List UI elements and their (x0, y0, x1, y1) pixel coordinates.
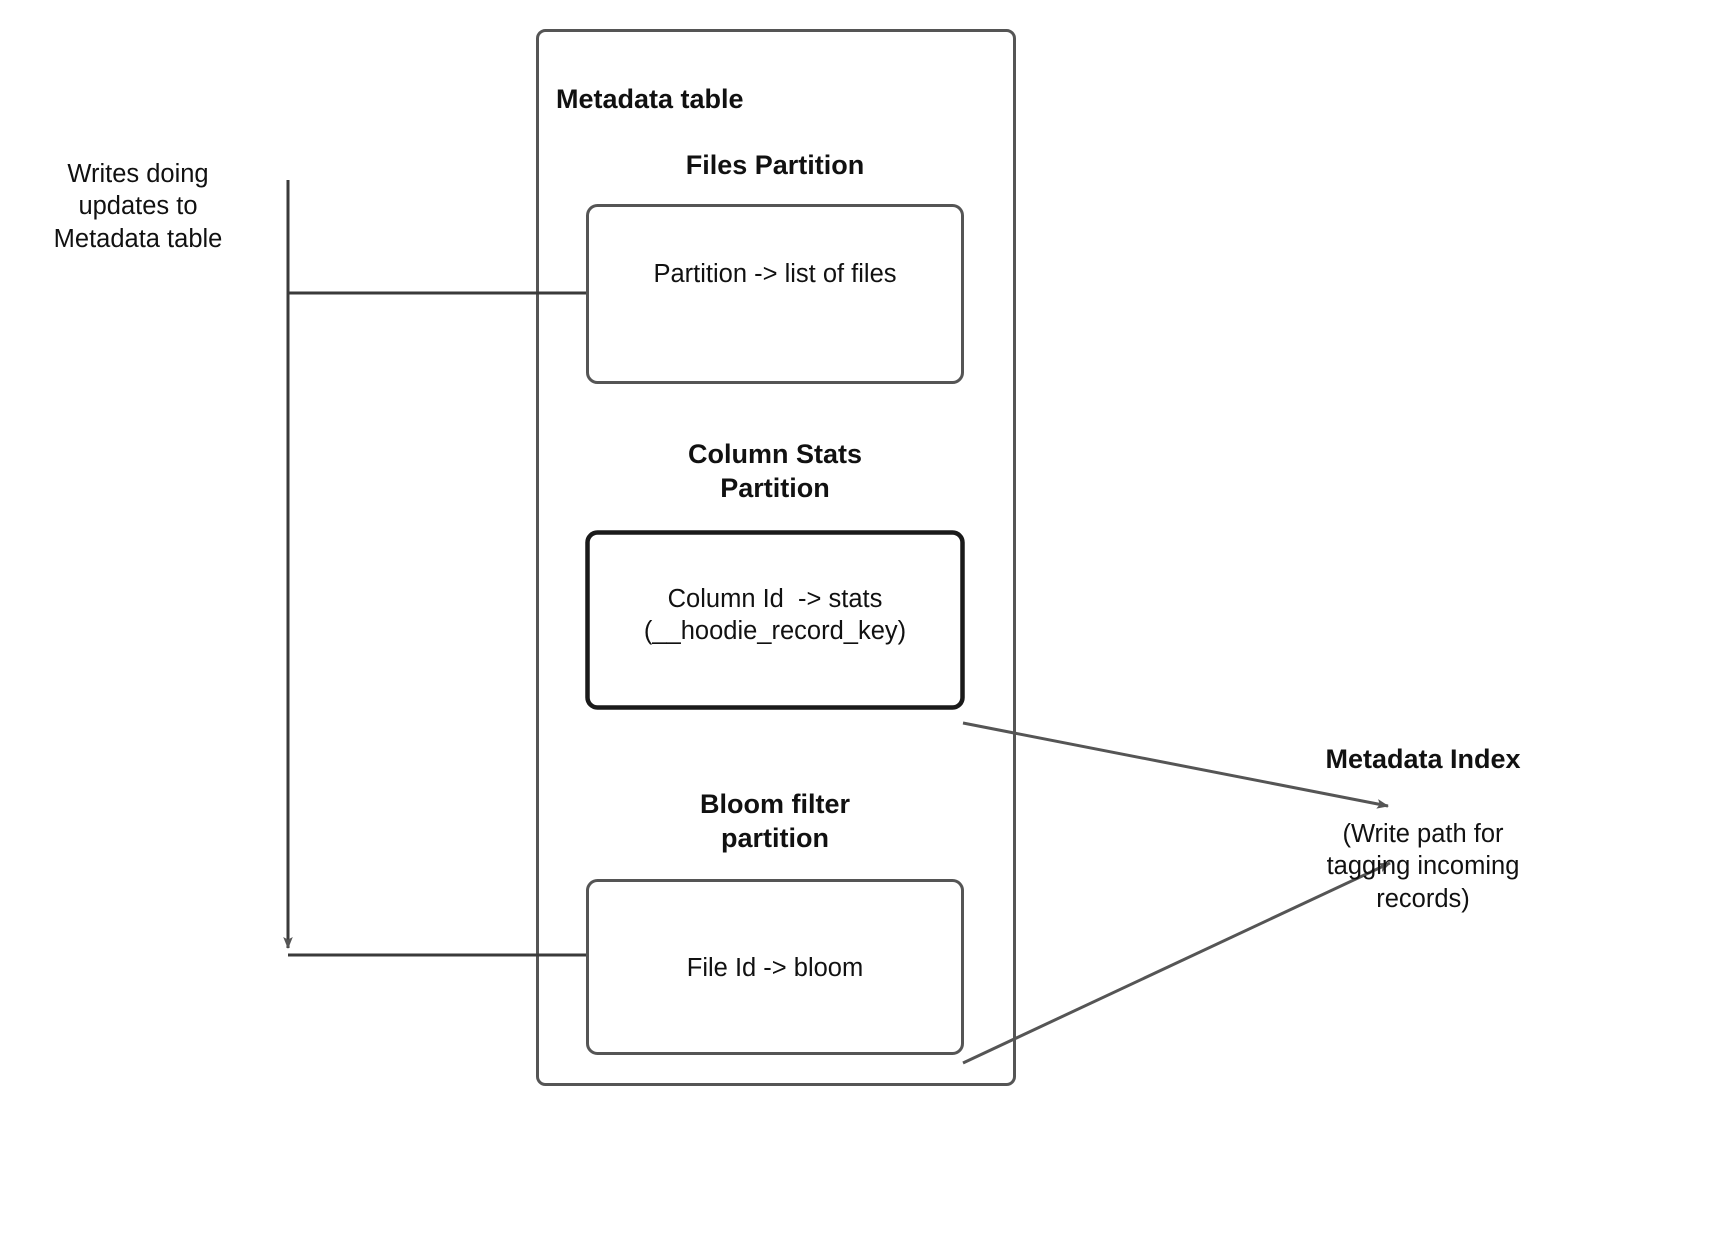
files-partition-box-text: Partition -> list of files (653, 260, 897, 288)
metadata-index-label: Metadata Index (1325, 744, 1521, 774)
bloom-filter-partition-heading: Bloom filter partition (699, 789, 850, 854)
files-partition-box (586, 204, 964, 384)
metadata-table-label: Metadata table (556, 84, 744, 114)
metadata-index-caption: (Write path for tagging incoming records… (1326, 820, 1520, 913)
bloom-filter-partition-box-text: File Id -> bloom (686, 954, 864, 982)
column-stats-partition-box-text: Column Id -> stats (__hoodie_record_key) (643, 585, 907, 646)
files-partition-heading: Files Partition (685, 150, 865, 180)
column-stats-partition-heading: Column Stats Partition (687, 439, 862, 504)
metadata-table-container (536, 29, 1016, 1086)
writes-doing-updates-caption: Writes doing updates to Metadata table (53, 160, 223, 253)
